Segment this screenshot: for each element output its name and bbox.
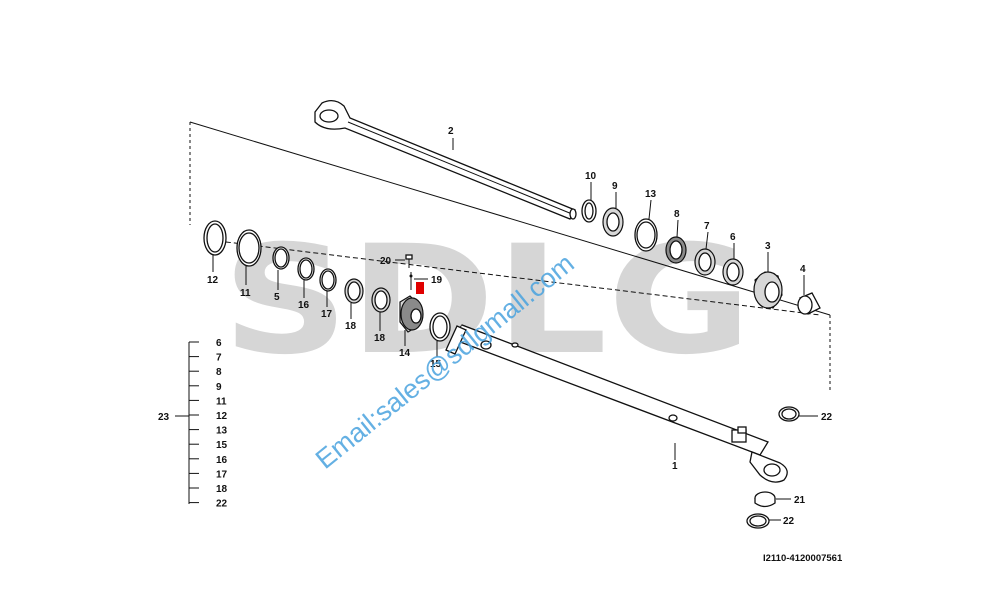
seal-ring-11 bbox=[236, 229, 262, 267]
seal-ring-12 bbox=[203, 220, 227, 256]
seal-ring-13 bbox=[634, 218, 658, 252]
seal-ring-16 bbox=[297, 257, 315, 281]
kit-item-label: 17 bbox=[216, 469, 228, 480]
callout-18-a: 18 bbox=[345, 321, 357, 332]
set-screw bbox=[405, 254, 413, 268]
kit-label: 23 bbox=[158, 412, 170, 423]
kit-item-label: 8 bbox=[216, 367, 222, 378]
seal-ring-18-a bbox=[344, 278, 364, 304]
callout-11: 11 bbox=[240, 288, 251, 299]
brand-watermark-text: SDLG bbox=[222, 214, 752, 388]
exploded-group-boundary bbox=[189, 121, 831, 392]
callout-19: 19 bbox=[431, 275, 443, 286]
callout-4: 4 bbox=[800, 264, 806, 275]
leader-lines bbox=[212, 138, 818, 521]
callout-10: 10 bbox=[585, 171, 597, 182]
callout-18-b: 18 bbox=[374, 333, 386, 344]
callout-3: 3 bbox=[765, 241, 771, 252]
kit-item-label: 6 bbox=[216, 338, 222, 349]
seal-ring-17 bbox=[319, 268, 337, 292]
callout-7: 7 bbox=[704, 221, 710, 232]
kit-bracket: 23 6 7 8 9 11 12 13 15 16 17 18 22 bbox=[158, 338, 228, 510]
callout-5: 5 bbox=[274, 292, 280, 303]
seal-ring-18-b bbox=[371, 287, 391, 313]
brand-watermark: SDLG bbox=[222, 214, 752, 388]
callout-22-top: 22 bbox=[821, 412, 833, 423]
seal-ring-6 bbox=[722, 258, 744, 286]
piston-rod bbox=[314, 99, 577, 220]
seal-ring-22-top bbox=[778, 406, 800, 422]
cylinder-head bbox=[753, 271, 783, 309]
kit-item-label: 9 bbox=[216, 382, 222, 393]
seal-ring-10 bbox=[581, 199, 597, 223]
brand-accent-mark bbox=[416, 282, 424, 294]
callout-labels: 2 10 9 13 8 7 6 3 4 12 11 5 16 17 18 18 … bbox=[207, 126, 833, 527]
reference-code: I2110-4120007561 bbox=[763, 553, 843, 564]
callout-8: 8 bbox=[674, 209, 680, 220]
callout-1: 1 bbox=[672, 461, 678, 472]
seal-axis-line bbox=[209, 239, 821, 316]
eye-bushing-21 bbox=[754, 491, 776, 508]
callout-22-bottom: 22 bbox=[783, 516, 795, 527]
lock-pin bbox=[409, 272, 413, 290]
callout-9: 9 bbox=[612, 181, 618, 192]
callout-12: 12 bbox=[207, 275, 219, 286]
cylinder-barrel bbox=[445, 324, 788, 483]
callout-20: 20 bbox=[380, 256, 392, 267]
piston bbox=[399, 295, 424, 333]
seal-ring-5 bbox=[272, 246, 290, 270]
seal-ring-9 bbox=[602, 207, 624, 237]
kit-item-label: 11 bbox=[216, 396, 227, 407]
kit-item-label: 15 bbox=[216, 440, 228, 451]
callout-21: 21 bbox=[794, 495, 806, 506]
seal-ring-15 bbox=[429, 312, 451, 342]
seal-ring-8 bbox=[665, 236, 687, 264]
kit-item-label: 18 bbox=[216, 484, 228, 495]
callout-15: 15 bbox=[430, 359, 442, 370]
kit-item-label: 7 bbox=[216, 353, 222, 364]
bushing bbox=[797, 292, 821, 315]
seal-ring-7 bbox=[694, 248, 716, 276]
callout-16: 16 bbox=[298, 300, 310, 311]
callout-17: 17 bbox=[321, 309, 333, 320]
callout-13: 13 bbox=[645, 189, 657, 200]
kit-item-label: 22 bbox=[216, 499, 228, 510]
seal-ring-22-bottom bbox=[746, 513, 770, 529]
kit-item-label: 13 bbox=[216, 426, 228, 437]
kit-item-label: 16 bbox=[216, 455, 228, 466]
callout-6: 6 bbox=[730, 232, 736, 243]
callout-2: 2 bbox=[448, 126, 454, 137]
kit-items-list: 6 7 8 9 11 12 13 15 16 17 18 22 bbox=[189, 338, 228, 510]
callout-14: 14 bbox=[399, 348, 411, 359]
kit-item-label: 12 bbox=[216, 411, 228, 422]
